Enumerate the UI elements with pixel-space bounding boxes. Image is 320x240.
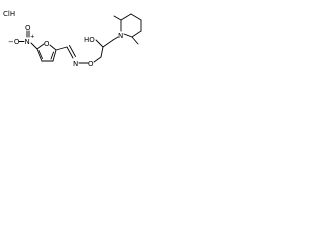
bond-furan-o-c2 xyxy=(49,44,57,51)
bond-furan-c5-o xyxy=(36,43,45,50)
bond-choh-oh xyxy=(95,39,104,48)
atom-oxime-nitrogen: N xyxy=(73,60,78,68)
bond-c6-n xyxy=(123,33,133,38)
bond-furan-c2-c3-inner xyxy=(50,51,54,60)
bond-c2-c3 xyxy=(120,13,132,21)
atom-furan-oxygen: O xyxy=(44,40,50,48)
bond-c3-c4 xyxy=(130,13,142,21)
bond-furan-c2-c3 xyxy=(52,49,57,62)
bond-n-furan xyxy=(30,42,38,50)
atom-nitro-nitrogen: N xyxy=(25,38,30,46)
molecule-drawing: ClH −O N + O O N O HO N xyxy=(3,10,142,68)
atom-ether-oxygen: O xyxy=(88,60,94,68)
bond-ch2-n xyxy=(112,36,119,41)
bond-furan-c4-c5 xyxy=(36,48,43,62)
bond-ch-n xyxy=(66,46,74,59)
bond-c5-c6 xyxy=(131,30,142,38)
atom-nitro-plus: + xyxy=(30,34,35,40)
salt-label: ClH xyxy=(3,10,15,18)
chemical-structure-canvas: ClH −O N + O O N O HO N xyxy=(0,0,179,107)
bond-c6-methyl xyxy=(131,36,139,45)
bond-o-ch2 xyxy=(93,56,102,63)
bond-furan-c4-c5-inner xyxy=(38,50,43,59)
bond-ch2-choh xyxy=(100,46,104,58)
bond-choh-ch2 xyxy=(102,39,114,48)
bond-c2-methyl xyxy=(113,15,122,21)
atom-nitro-oxygen-minus: −O xyxy=(8,38,20,46)
atom-hydroxyl: HO xyxy=(84,36,95,44)
bond-c2-ch xyxy=(55,46,68,51)
bond-ch-n-double xyxy=(69,45,76,57)
atom-nitro-oxygen: O xyxy=(25,24,31,32)
atom-ring-nitrogen: N xyxy=(118,32,123,40)
